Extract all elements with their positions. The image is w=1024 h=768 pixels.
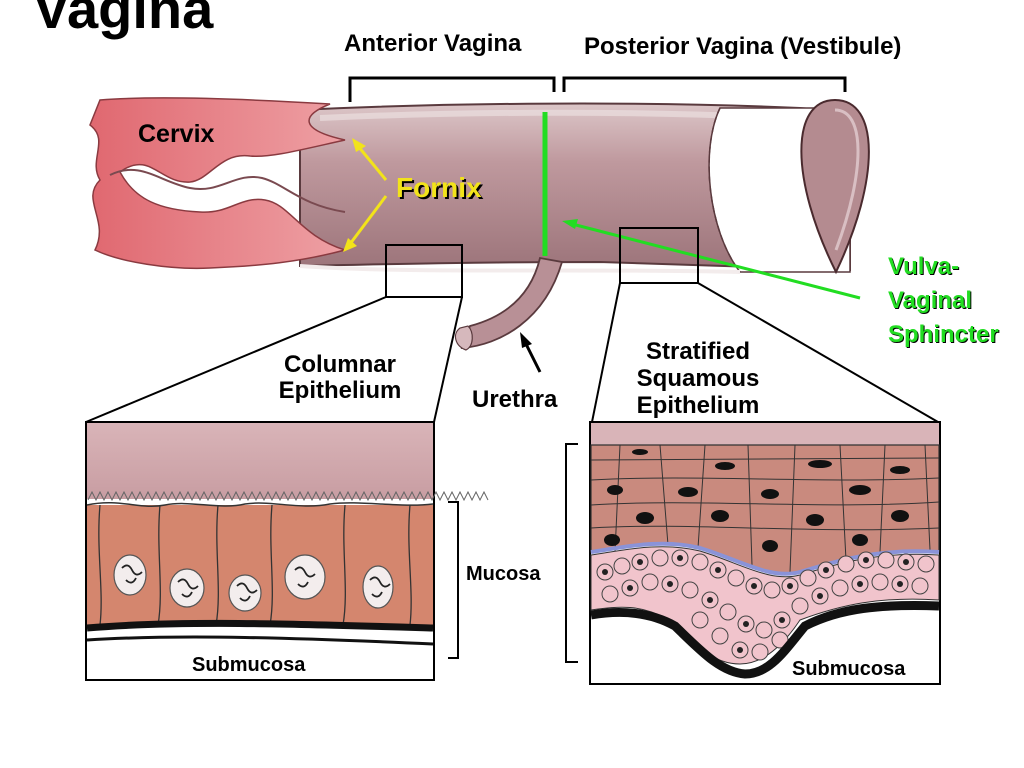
columnar-epithelium-panel [85,421,489,681]
stratified-label-line-2: Squamous [636,365,760,392]
columnar-label-line-2: Epithelium [278,377,402,404]
mucosa-bracket-right [565,443,578,663]
cervix [89,97,348,270]
submucosa-right-label: Submucosa [792,658,906,680]
stratified-epithelium-label: Stratified Squamous Epithelium [618,338,778,419]
fornix-label: Fornix [396,172,482,203]
sphincter-label-line-1: Vulva- [888,253,960,280]
stratified-squamous-panel [589,421,941,685]
stratified-label-line-1: Stratified [645,338,750,365]
page-title: Vagina [32,0,214,40]
columnar-label-line-1: Columnar [283,351,396,378]
sphincter-label-line-3: Sphincter [888,321,999,348]
mucosa-label: Mucosa [466,563,541,585]
columnar-epithelium-label: Columnar Epithelium [260,352,420,404]
posterior-bracket [562,76,847,92]
stratified-label-line-3: Epithelium [636,392,760,419]
sphincter-label: Vulva- Vaginal Sphincter [888,250,999,352]
anterior-bracket [348,76,556,102]
urethra-tube [454,256,564,351]
urethra-label: Urethra [472,386,558,413]
vaginal-tube [299,98,870,275]
submucosa-left-label: Submucosa [192,654,306,676]
cervix-label: Cervix [138,120,215,148]
sphincter-arrowhead [562,219,578,229]
urethra-arrow [520,332,542,373]
right-zoom-box [619,227,699,284]
mucosa-bracket-left [448,501,459,659]
anterior-vagina-label: Anterior Vagina [344,30,522,57]
left-zoom-box [385,244,463,298]
sphincter-label-line-2: Vaginal [888,287,973,314]
fornix-arrows [343,138,388,252]
posterior-vagina-label: Posterior Vagina (Vestibule) [584,33,902,60]
